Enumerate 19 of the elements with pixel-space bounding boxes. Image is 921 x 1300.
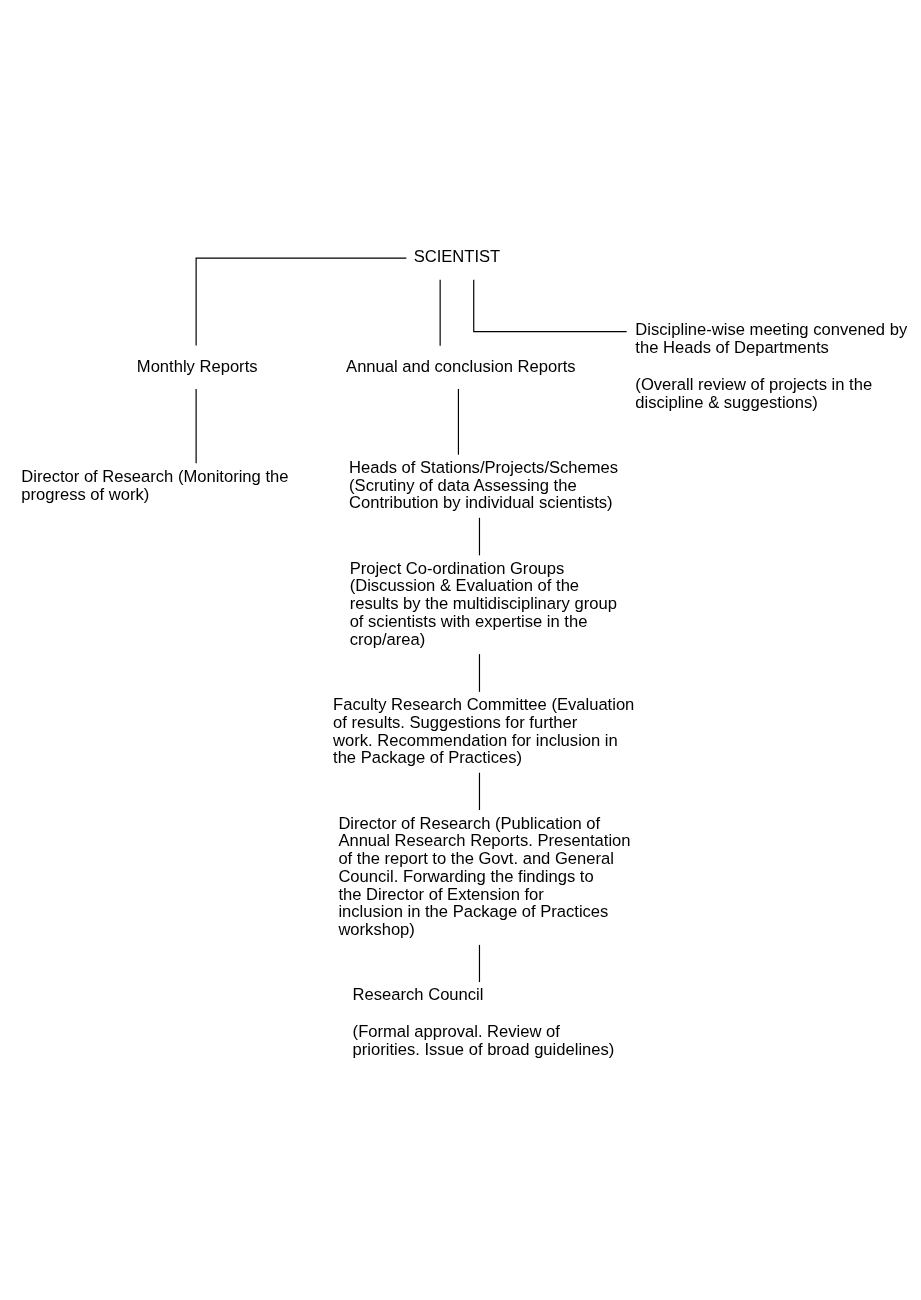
node-text: Monthly Reports [136,356,258,376]
connector [478,653,481,692]
node-text: Discipline-wise meeting convened by the Heads of Departments (Overall review of projects in the discipline & suggestions) [635,319,908,412]
connector [478,943,481,983]
node-text: Research Council (Formal approval. Review of priorities. Issue of broad guidelines) [352,984,615,1059]
node-text: SCIENTIST [413,246,501,266]
connector [478,771,481,811]
node-text: Annual and conclusion Reports [346,356,576,376]
connector [195,387,197,464]
node-text: Project Co-ordination Groups (Discussion & Evaluation of the results by the multidisciplinary group of scientists with expertise in the crop/area) [349,558,617,649]
connector [457,387,460,455]
connector [478,516,481,556]
node-text: Director of Research (Publication of Annual Research Reports. Presentation of the report to the Govt. and General Council. Forwarding the findings to the Director of Extension for inclusion in the Package of Practices workshop) [338,813,631,939]
node-text: Faculty Research Committee (Evaluation of results. Suggestions for further work. Recommendation for inclusion in the Package of Practices) [333,694,635,767]
node-text: Heads of Stations/Projects/Schemes (Scrutiny of data Assessing the Contribution by individual scientists) [349,457,619,512]
connector [473,278,628,332]
node-text: Director of Research (Monitoring the progress of work) [21,466,289,504]
connector [439,278,441,346]
connector [195,257,407,346]
